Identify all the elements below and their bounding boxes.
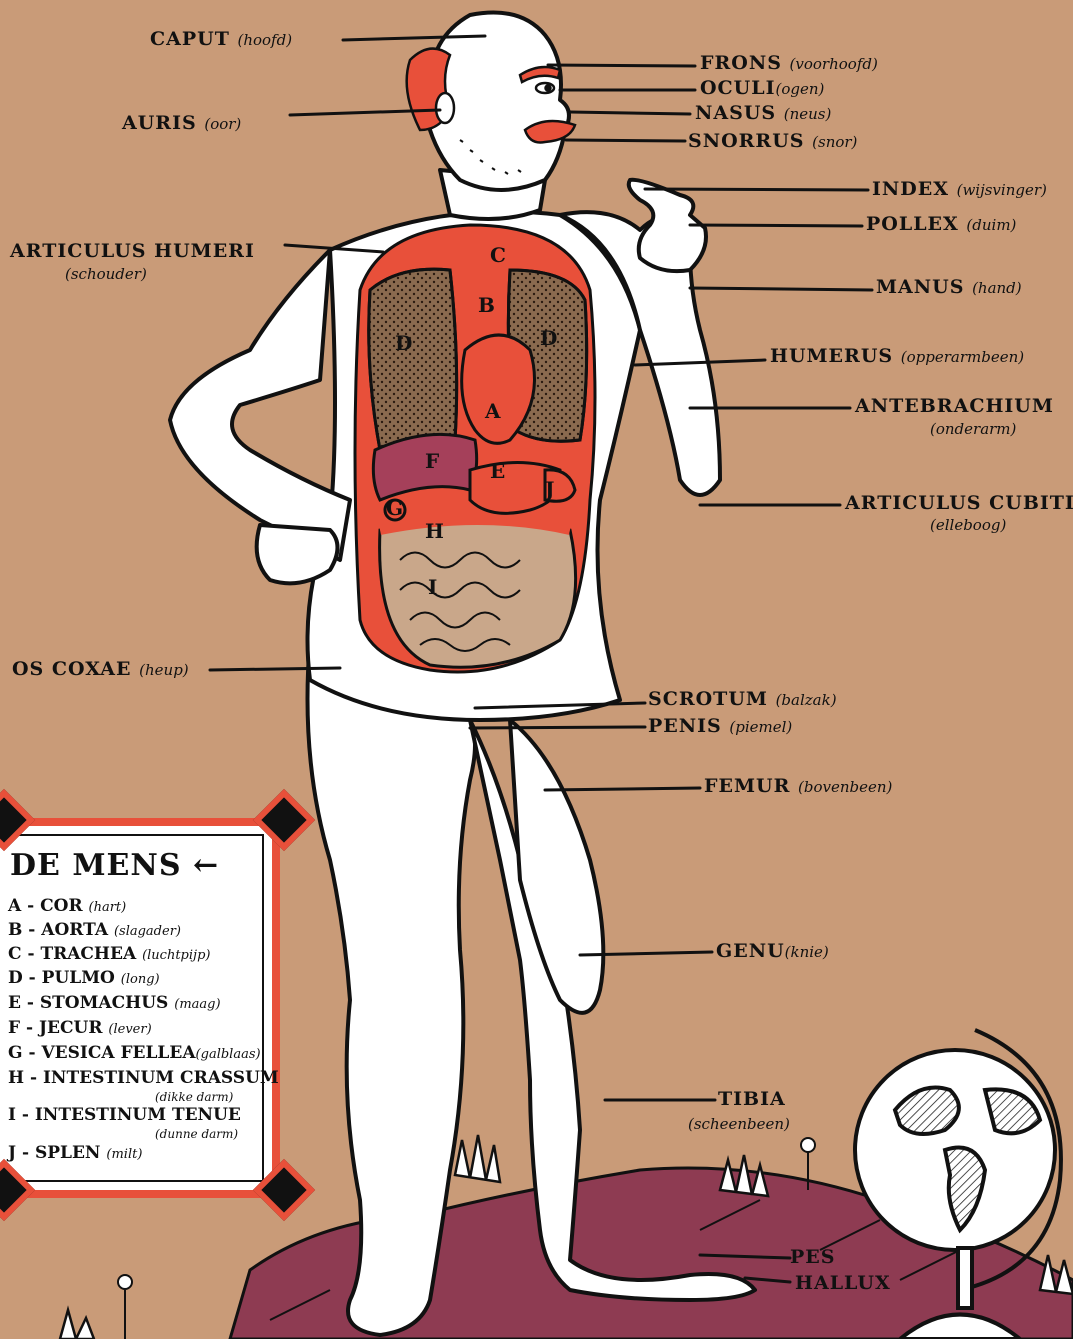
label-pollex: POLLEX (duim) [866, 213, 1016, 235]
label-manus: MANUS (hand) [876, 276, 1022, 298]
label-genu: GENU(knie) [716, 940, 829, 962]
label-articulus-cubiti-note: (elleboog) [930, 516, 1006, 534]
label-articulus-cubiti: ARTICULUS CUBITI [845, 492, 1073, 514]
label-antebrachium-note: (onderarm) [930, 420, 1016, 438]
legend-item: H - INTESTINUM CRASSUM [8, 1068, 279, 1088]
label-nasus: NASUS (neus) [695, 102, 831, 124]
legend-item: E - STOMACHUS (maag) [8, 993, 221, 1013]
organ-letter-i: I [428, 575, 437, 599]
label-tibia-note: (scheenbeen) [688, 1115, 790, 1133]
arrow-icon: ← [193, 848, 219, 883]
label-femur: FEMUR (bovenbeen) [704, 775, 892, 797]
intestines [380, 520, 576, 667]
legend-item: F - JECUR (lever) [8, 1018, 152, 1038]
legend-item: D - PULMO (long) [8, 968, 160, 988]
label-os-coxae: OS COXAE (heup) [12, 658, 189, 680]
organ-letter-b: B [478, 293, 495, 317]
label-frons: FRONS (voorhoofd) [700, 52, 878, 74]
label-scrotum: SCROTUM (balzak) [648, 688, 837, 710]
label-snorrus: SNORRUS (snor) [688, 130, 857, 152]
label-tibia: TIBIA [718, 1088, 786, 1110]
label-hallux: HALLUX [795, 1272, 891, 1294]
legend-item: A - COR (hart) [8, 896, 126, 916]
label-caput: CAPUT (hoofd) [150, 28, 292, 50]
legend-item: G - VESICA FELLEA(galblaas) [8, 1043, 261, 1063]
organ-cavity [355, 225, 595, 672]
legend-item-note: (dunne darm) [155, 1127, 238, 1141]
label-auris: AURIS (oor) [122, 112, 241, 134]
organ-letter-j: J [543, 477, 554, 501]
organ-letter-h: H [425, 519, 444, 543]
legend-item-note: (dikke darm) [155, 1090, 233, 1104]
label-antebrachium: ANTEBRACHIUM [855, 395, 1054, 417]
label-articulus-humeri-note: (schouder) [65, 265, 147, 283]
organ-letter-d-right: D [540, 326, 557, 350]
organ-letter-f: F [425, 449, 439, 473]
label-pes: PES [790, 1246, 836, 1268]
legend-item: I - INTESTINUM TENUE [8, 1105, 241, 1125]
legend-item: J - SPLEN (milt) [8, 1143, 142, 1163]
label-penis: PENIS (piemel) [648, 715, 792, 737]
organ-letter-c: C [490, 243, 506, 267]
organ-letter-g: G [386, 496, 403, 520]
organ-letter-a: A [484, 399, 501, 423]
organ-letter-e: E [490, 459, 505, 483]
legend-title: DE MENS ← [10, 848, 219, 883]
legend-item: C - TRACHEA (luchtpijp) [8, 944, 210, 964]
label-oculi: OCULI(ogen) [700, 77, 824, 99]
label-articulus-humeri: ARTICULUS HUMERI [10, 240, 255, 262]
organ-letter-d-left: D [395, 331, 412, 355]
legend-item: B - AORTA (slagader) [8, 920, 181, 940]
label-humerus: HUMERUS (opperarmbeen) [770, 345, 1024, 367]
label-index: INDEX (wijsvinger) [872, 178, 1047, 200]
